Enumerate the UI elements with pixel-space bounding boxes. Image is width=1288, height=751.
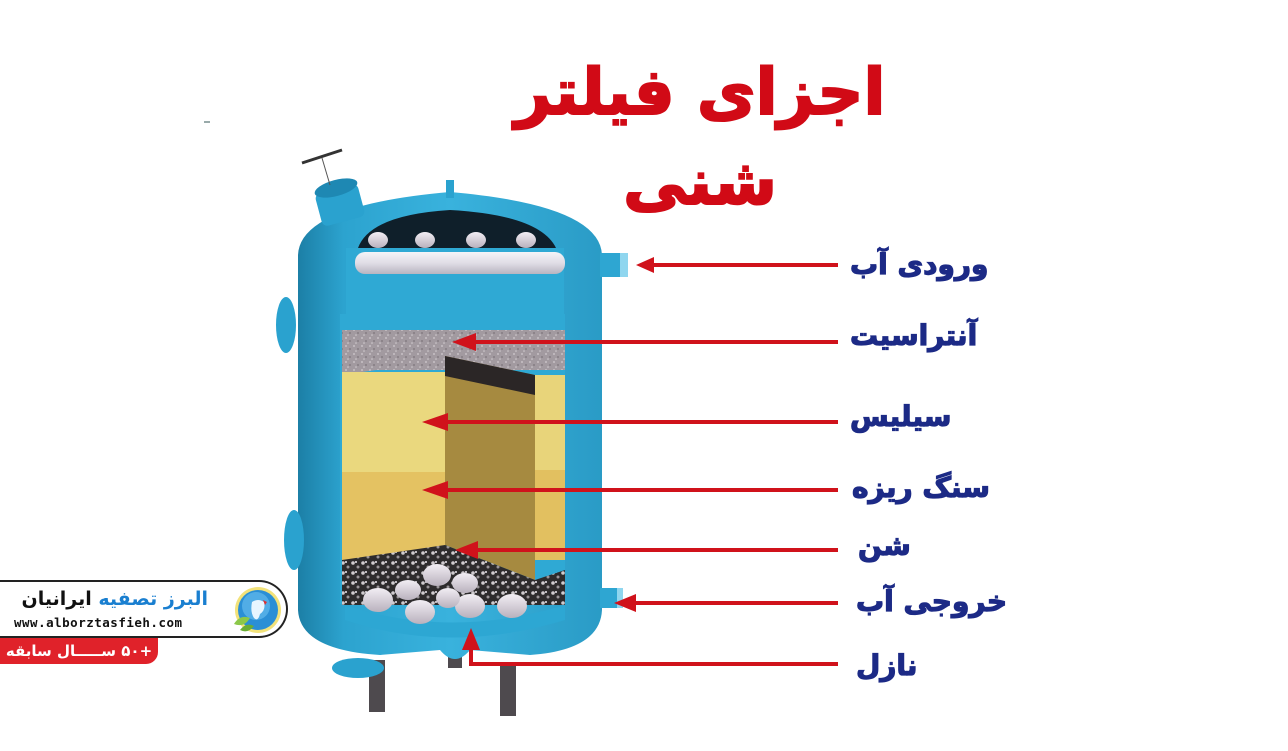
label-anthracite: آنتراسیت (849, 318, 978, 352)
label-silica: سیلیس (849, 399, 952, 433)
page-title: اجزای فیلتر شنی (514, 55, 888, 221)
top-manhole (301, 148, 365, 226)
experience-badge: +۵۰ ســـــال سابقه (0, 638, 158, 664)
logo-name: البرز تصفیه ایرانیان (22, 586, 208, 612)
gravel-layer (342, 472, 445, 562)
company-logo: البرز تصفیه ایرانیان www.alborztasfieh.c… (0, 580, 288, 638)
label-sand: شن (857, 528, 911, 562)
label-nozzle: نازل (855, 648, 918, 682)
label-gravel: سنگ ریزه (851, 470, 990, 504)
bottom-nozzles (363, 564, 527, 624)
stray-mark (204, 121, 210, 123)
tank-cutaway (340, 210, 565, 638)
cut-face (445, 356, 535, 580)
logo-name-part1: البرز تصفیه (98, 588, 208, 610)
arrow-heads (422, 257, 654, 650)
distributor-pipe (355, 252, 565, 274)
callout-arrows (440, 263, 838, 666)
tank-legs (369, 650, 516, 716)
logo-url: www.alborztasfieh.com (14, 615, 183, 630)
logo-name-part2: ایرانیان (21, 588, 92, 610)
globe-leaf-icon (234, 587, 281, 633)
label-water-outlet: خروجی آب (855, 584, 1007, 618)
label-water-inlet: ورودی آب (849, 247, 989, 281)
top-nozzles (368, 232, 536, 248)
